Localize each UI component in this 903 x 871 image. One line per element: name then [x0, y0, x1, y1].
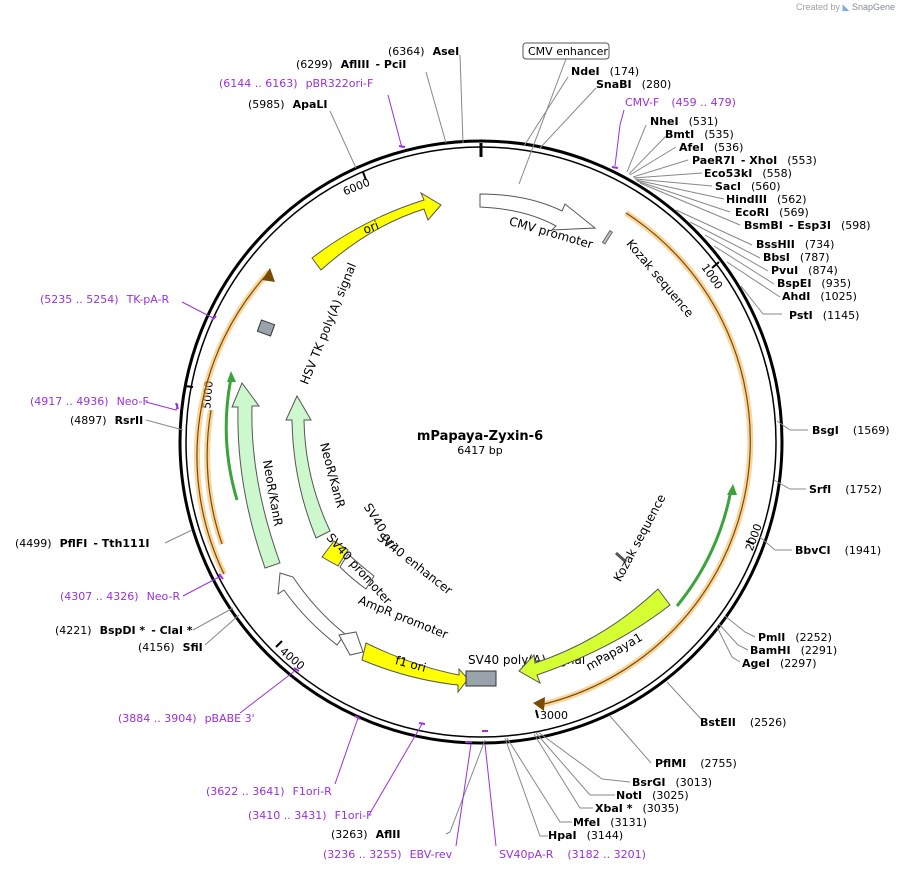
- site-labels: NdeI(174) SnaBI(280) NheI(531) BmtI(535)…: [15, 45, 889, 842]
- site-bmti: BmtI(535): [665, 128, 734, 141]
- ori-label: ori: [361, 218, 381, 237]
- site-aflii-3263: (3263)AflII: [331, 828, 400, 841]
- primer-ebv-rev: (3236 .. 3255)EBV-rev: [323, 848, 453, 861]
- cmv-promoter-feature: [479, 193, 597, 231]
- primer-leaders: [145, 94, 625, 847]
- site-snabi: SnaBI(280): [596, 78, 671, 91]
- snapgene-logo-icon: ◣: [842, 2, 850, 12]
- site-bsshii: BssHII(734): [756, 238, 834, 251]
- credit-prefix: Created by: [795, 2, 840, 12]
- orf-arc-left-line: [196, 271, 270, 575]
- site-asei: (6364)AseI: [388, 45, 459, 58]
- tick-3000: 3000: [535, 709, 568, 722]
- primer-f1ori-f: (3410 .. 3431)F1ori-F: [248, 809, 373, 822]
- site-pflmi: PflMI(2755): [655, 757, 737, 770]
- site-bsmbi: BsmBI- Esp3I(598): [744, 219, 871, 232]
- site-xbai: XbaI *(3035): [595, 802, 679, 815]
- site-saci: SacI(560): [715, 180, 781, 193]
- ampr-promoter-feature: [338, 631, 364, 656]
- orf-arrowhead-right: [533, 697, 545, 711]
- orf-green-left-arrow: [227, 371, 236, 382]
- orf-arc-left-small-line: [206, 409, 223, 545]
- kozak-feature-1: [601, 229, 613, 245]
- site-bspei: BspEI(935): [777, 277, 851, 290]
- site-apali: (5985)ApaLI: [248, 98, 328, 111]
- primer-tk-pa-r: (5235 .. 5254)TK-pA-R: [40, 293, 170, 306]
- site-ahdi: AhdI(1025): [782, 290, 857, 303]
- tick-label-3000: 3000: [540, 709, 568, 722]
- site-bsgi: BsgI(1569): [812, 424, 889, 437]
- site-pmli: PmlI(2252): [758, 631, 832, 644]
- orf-green-left: [224, 377, 239, 501]
- hsv-tk-label: HSV TK poly(A) signal: [297, 261, 359, 387]
- site-leaders: [145, 54, 808, 837]
- kozak-feature-2: [614, 551, 628, 564]
- orf-arrowhead-left: [262, 268, 275, 282]
- snapgene-credit: Created by ◣ SnapGene: [796, 2, 895, 13]
- site-agei: AgeI(2297): [742, 657, 817, 670]
- primer-pbr322ori-f: (6144 .. 6163)pBR322ori-F: [219, 77, 373, 90]
- hsv-tk-signal-feature: [256, 319, 276, 337]
- kozak-label-2: Kozak sequence: [611, 492, 669, 584]
- mpapaya1-feature: [518, 588, 671, 685]
- sv40-enhancer-label: SV40 enhancer: [374, 530, 455, 597]
- plasmid-size: 6417 bp: [457, 444, 502, 457]
- primer-cmv-f: CMV-F(459 .. 479): [625, 96, 736, 109]
- primer-f1ori-r: (3622 .. 3641)F1ori-R: [206, 785, 332, 798]
- tick-6000: 6000: [341, 171, 372, 198]
- plasmid-name: mPapaya-Zyxin-6: [417, 429, 543, 444]
- credit-brand: SnapGene: [851, 2, 895, 12]
- sv40-polya-feature: [465, 670, 497, 687]
- site-hindiii: HindIII(562): [726, 193, 807, 206]
- neor-outer-feature: [231, 381, 281, 569]
- sv40-ori-feature: [321, 540, 349, 567]
- site-paer7i: PaeR7I- XhoI(553): [692, 154, 817, 167]
- site-hpai: HpaI(3144): [548, 829, 623, 842]
- ampr-promoter-label: AmpR promoter: [356, 593, 450, 642]
- site-eco53ki: Eco53kI(558): [704, 167, 792, 180]
- site-ndei: NdeI(174): [571, 65, 639, 78]
- site-pflfi: (4499)PflFI- Tth111I: [15, 537, 149, 550]
- site-bbvci: BbvCI(1941): [795, 544, 881, 557]
- orf-green-right: [675, 489, 733, 607]
- site-bspdi: (4221)BspDI *- ClaI *: [55, 624, 193, 637]
- primer-labels: CMV-F(459 .. 479) (6144 .. 6163)pBR322or…: [30, 77, 736, 861]
- site-srfi: SrfI(1752): [809, 483, 882, 496]
- site-bsteii: BstEII(2526): [700, 716, 786, 729]
- primer-neo-r: (4307 .. 4326)Neo-R: [60, 590, 180, 603]
- ori-feature: [311, 191, 442, 271]
- primer-neo-f: (4917 .. 4936)Neo-F: [30, 395, 149, 408]
- site-afei: AfeI(536): [679, 141, 743, 154]
- site-nhei: NheI(531): [650, 115, 718, 128]
- cmv-enhancer-label: CMV enhancer: [528, 45, 608, 58]
- primer-sv40pa-r: SV40pA-R(3182 .. 3201): [499, 848, 646, 861]
- site-afliii: (6299)AflIII- PciI: [296, 58, 406, 71]
- site-pvui: PvuI(874): [771, 264, 838, 277]
- site-noti: NotI(3025): [616, 789, 689, 802]
- site-rsrii: (4897)RsrII: [70, 414, 143, 427]
- site-bbsi: BbsI(787): [763, 251, 830, 264]
- f1-ori-feature: [361, 642, 469, 694]
- backbone-outer-ring: [178, 139, 784, 745]
- site-psti: PstI(1145): [789, 309, 859, 322]
- primer-marks: [175, 145, 619, 743]
- kozak-label-1: Kozak sequence: [623, 237, 696, 320]
- sv40-enhancer-feature: [339, 553, 375, 590]
- site-sfii: (4156)SfiI: [138, 641, 203, 654]
- cmv-enhancer-callout: CMV enhancer: [518, 42, 610, 185]
- neor-inner-label: NeoR/KanR: [317, 441, 348, 509]
- site-mfei: MfeI(3131): [573, 816, 647, 829]
- orf-arc-left-small: [204, 409, 225, 545]
- sv40-promoter-feature: [277, 572, 346, 646]
- site-bsrgi: BsrGI(3013): [632, 776, 712, 789]
- neor-inner-feature: [285, 394, 331, 539]
- site-ecori: EcoRI(569): [735, 206, 809, 219]
- orf-arc-right-line: [539, 212, 751, 706]
- primer-pbabe3: (3884 .. 3904)pBABE 3': [118, 712, 255, 725]
- site-bamhi: BamHI(2291): [750, 644, 837, 657]
- orf-green-right-arrow: [727, 484, 737, 495]
